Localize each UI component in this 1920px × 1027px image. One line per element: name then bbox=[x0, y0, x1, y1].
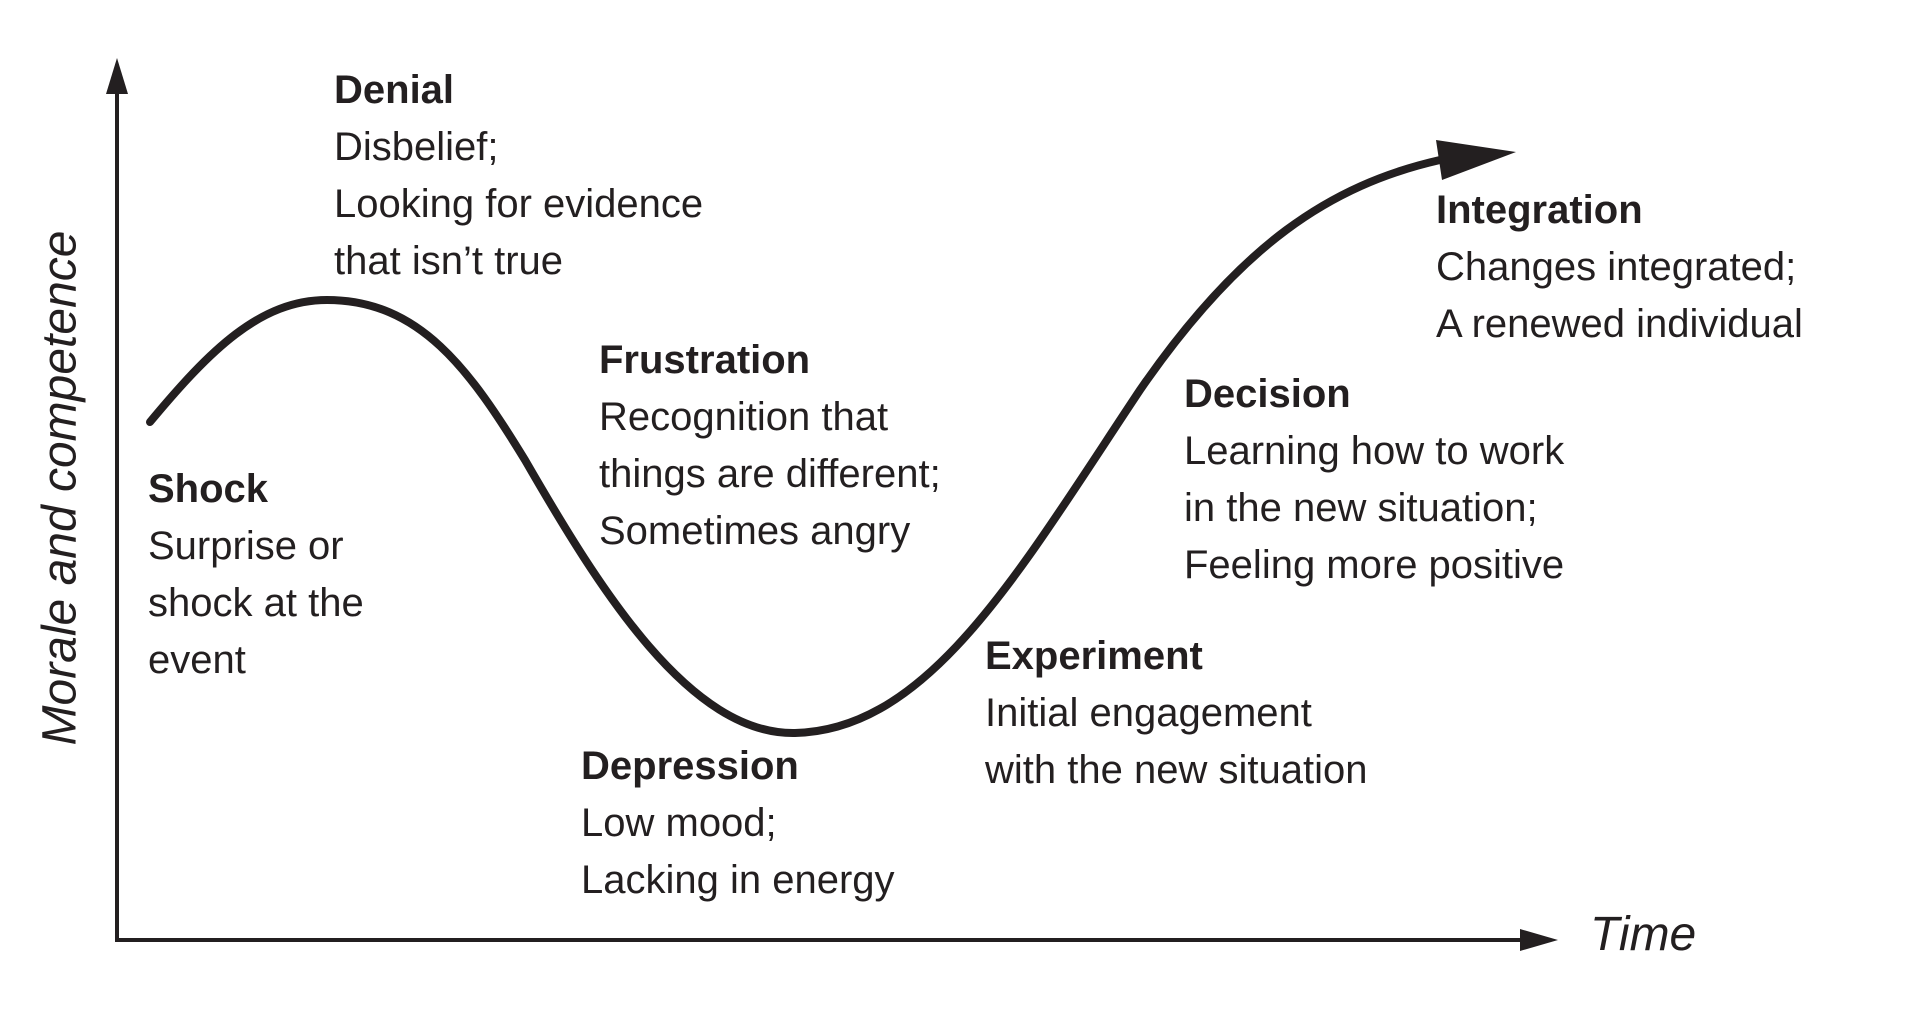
stage-shock-line: Surprise or bbox=[148, 524, 344, 568]
stage-shock-line: event bbox=[148, 638, 246, 682]
x-axis-arrowhead bbox=[1520, 929, 1558, 951]
stage-experiment-line: with the new situation bbox=[985, 748, 1368, 792]
stage-decision-line: Feeling more positive bbox=[1184, 543, 1565, 587]
y-axis-arrowhead bbox=[106, 58, 128, 94]
stage-integration-line: Changes integrated; bbox=[1436, 245, 1797, 289]
stage-denial: Denial Disbelief; Looking for evidence t… bbox=[334, 62, 703, 290]
stage-shock-line: shock at the bbox=[148, 581, 364, 625]
stage-depression-line: Low mood; bbox=[581, 801, 777, 845]
stage-denial-line: Looking for evidence bbox=[334, 182, 704, 226]
stage-shock-title: Shock bbox=[148, 467, 269, 511]
stage-integration-title: Integration bbox=[1436, 188, 1643, 232]
stage-depression-line: Lacking in energy bbox=[581, 858, 895, 902]
stage-decision-title: Decision bbox=[1184, 372, 1351, 416]
stage-experiment: Experiment Initial engagement with the n… bbox=[985, 628, 1367, 799]
stage-depression: Depression Low mood; Lacking in energy bbox=[581, 738, 895, 909]
curve-arrowhead bbox=[1436, 140, 1516, 180]
stage-integration: Integration Changes integrated; A renewe… bbox=[1436, 182, 1803, 353]
stage-shock: Shock Surprise or shock at the event bbox=[148, 461, 364, 689]
stage-experiment-line: Initial engagement bbox=[985, 691, 1312, 735]
stage-integration-line: A renewed individual bbox=[1436, 302, 1803, 346]
stage-frustration: Frustration Recognition that things are … bbox=[599, 332, 941, 560]
x-axis-label: Time bbox=[1590, 908, 1697, 961]
stage-frustration-line: Recognition that bbox=[599, 395, 889, 439]
stage-frustration-line: Sometimes angry bbox=[599, 509, 911, 553]
stage-denial-line: Disbelief; bbox=[334, 125, 499, 169]
stage-frustration-title: Frustration bbox=[599, 338, 811, 382]
stage-frustration-line: things are different; bbox=[599, 452, 941, 496]
change-curve bbox=[146, 156, 1444, 738]
stage-decision: Decision Learning how to work in the new… bbox=[1184, 366, 1564, 594]
stage-decision-line: in the new situation; bbox=[1184, 486, 1538, 530]
stage-denial-line: that isn’t true bbox=[334, 239, 564, 283]
stage-depression-title: Depression bbox=[581, 744, 799, 788]
stage-experiment-title: Experiment bbox=[985, 634, 1203, 678]
y-axis-label: Morale and competence bbox=[33, 230, 87, 746]
stage-denial-title: Denial bbox=[334, 68, 455, 112]
stage-decision-line: Learning how to work bbox=[1184, 429, 1565, 473]
